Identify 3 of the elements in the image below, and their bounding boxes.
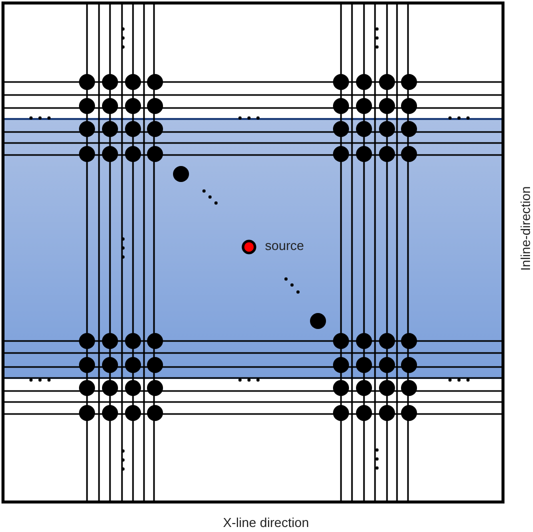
source-label: source bbox=[265, 238, 304, 253]
axis-label: Inline-direction bbox=[517, 186, 532, 270]
axis-label: X-line direction bbox=[223, 515, 309, 530]
